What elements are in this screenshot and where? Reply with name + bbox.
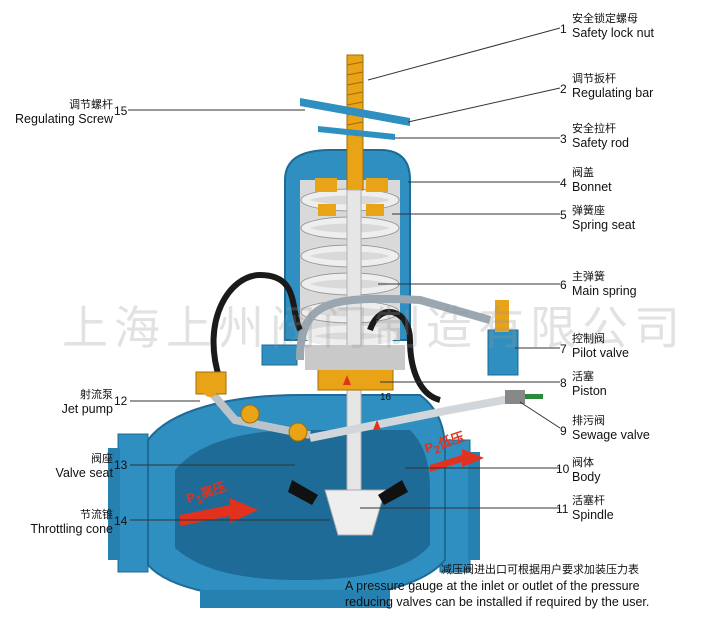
piston <box>317 367 394 391</box>
label-spring-seat: 弹簧座 Spring seat <box>572 204 635 232</box>
label-jet-pump: 射流泵 Jet pump <box>8 388 113 416</box>
label-14-number: 14 <box>114 514 128 528</box>
note-en-line1: A pressure gauge at the inlet or outlet … <box>345 579 640 593</box>
high-pressure-text: 高压 <box>198 479 228 502</box>
label-cn: 调节螺杆 <box>69 99 113 111</box>
label-cn: 活塞 <box>572 371 594 383</box>
label-pilot-valve: 控制阀 Pilot valve <box>572 332 629 360</box>
label-8-number: 8 <box>560 376 567 390</box>
watermark-text: 上海上州阀门制造有限公司 <box>62 301 686 355</box>
label-cn: 活塞杆 <box>572 495 605 507</box>
label-5-number: 5 <box>560 208 567 222</box>
label-cn: 阀座 <box>91 453 113 465</box>
label-cn: 阀盖 <box>572 167 594 179</box>
control-tube-upper <box>296 294 492 361</box>
label-main-spring: 主弹簧 Main spring <box>572 270 637 298</box>
inlet-arrow <box>180 498 258 526</box>
spring-seat-right <box>366 178 388 192</box>
label-body: 阀体 Body <box>572 456 601 484</box>
sewage-valve <box>505 390 525 404</box>
label-en: Body <box>572 470 601 484</box>
label-cn: 阀体 <box>572 457 594 469</box>
label-15-number: 15 <box>114 104 128 118</box>
label-regulating-screw: 调节螺杆 Regulating Screw <box>8 98 113 126</box>
label-en: Main spring <box>572 284 637 298</box>
label-en: Spindle <box>572 508 614 522</box>
valve-seat-right <box>378 480 408 505</box>
valve-base <box>200 590 390 608</box>
low-pressure-text: 低压 <box>436 429 466 452</box>
label-12-number: 12 <box>114 394 128 408</box>
label-1-number: 1 <box>560 22 567 36</box>
label-4-number: 4 <box>560 176 567 190</box>
safety-rod <box>318 126 395 140</box>
outlet-flange-face <box>468 452 480 560</box>
regulating-bar <box>300 98 410 126</box>
label-piston: 活塞 Piston <box>572 370 607 398</box>
sewage-tube <box>309 394 516 442</box>
hose-left <box>210 271 303 381</box>
label-11-number: 11 <box>556 502 569 516</box>
label-en: Valve seat <box>55 466 113 480</box>
pressure-gauge-note: 减压阀进出口可根据用户要求加装压力表 A pressure gauge at t… <box>345 562 649 610</box>
label-spindle: 活塞杆 Spindle <box>572 494 614 522</box>
label-cn: 弹簧座 <box>572 205 605 217</box>
label-safety-rod: 安全拉杆 Safety rod <box>572 122 629 150</box>
pilot-valve <box>487 329 519 376</box>
inlet-flange-face <box>108 448 120 560</box>
throttling-cone <box>324 489 386 536</box>
piston-chamber <box>305 345 405 370</box>
label-cn: 射流泵 <box>80 389 113 401</box>
hose-right <box>367 308 442 403</box>
label-safety-lock-nut: 安全锁定螺母 Safety lock nut <box>572 12 654 40</box>
label-en: Regulating bar <box>572 86 654 100</box>
jet-pump-tube <box>201 382 311 439</box>
pilot-valve-cap <box>495 300 509 332</box>
label-cn: 节流锥 <box>80 509 113 521</box>
label-cn: 控制阀 <box>572 333 605 345</box>
label-cn: 主弹簧 <box>572 271 605 283</box>
label-en: Sewage valve <box>572 428 650 442</box>
label-cn: 安全拉杆 <box>572 123 616 135</box>
spring-seat-left <box>315 178 337 192</box>
valve-seat-left <box>288 480 318 505</box>
label-9-number: 9 <box>560 424 567 438</box>
label-cn: 排污阀 <box>572 415 605 427</box>
label-cn: 调节扳杆 <box>572 73 616 85</box>
label-7-number: 7 <box>560 342 567 356</box>
label-10-number: 10 <box>556 462 570 476</box>
outlet-arrow <box>430 449 484 472</box>
label-en: Jet pump <box>61 402 113 416</box>
note-cn: 减压阀进出口可根据用户要求加装压力表 <box>441 564 639 576</box>
note-en-line2: reducing valves can be installed if requ… <box>345 595 650 609</box>
label-16-number: 16 <box>380 392 392 403</box>
label-bonnet: 阀盖 Bonnet <box>572 166 612 194</box>
label-en: Safety rod <box>572 136 629 150</box>
label-en: Throttling cone <box>30 522 113 536</box>
label-en: Bonnet <box>572 180 612 194</box>
label-en: Regulating Screw <box>15 112 113 126</box>
label-regulating-bar: 调节扳杆 Regulating bar <box>572 72 653 100</box>
inlet-flange <box>117 433 149 573</box>
body-cavity <box>175 430 430 580</box>
label-6-number: 6 <box>560 278 567 292</box>
label-en: Pilot valve <box>572 346 629 360</box>
label-cn: 安全锁定螺母 <box>572 13 638 25</box>
label-13-number: 13 <box>114 458 128 472</box>
label-valve-seat: 阀座 Valve seat <box>8 452 113 480</box>
label-en: Spring seat <box>572 218 636 232</box>
label-sewage-valve: 排污阀 Sewage valve <box>572 414 650 442</box>
label-en: Safety lock nut <box>572 26 654 40</box>
label-3-number: 3 <box>560 132 567 146</box>
label-2-number: 2 <box>560 82 567 96</box>
label-throttling-cone: 节流锥 Throttling cone <box>8 508 113 536</box>
label-en: Piston <box>572 384 607 398</box>
